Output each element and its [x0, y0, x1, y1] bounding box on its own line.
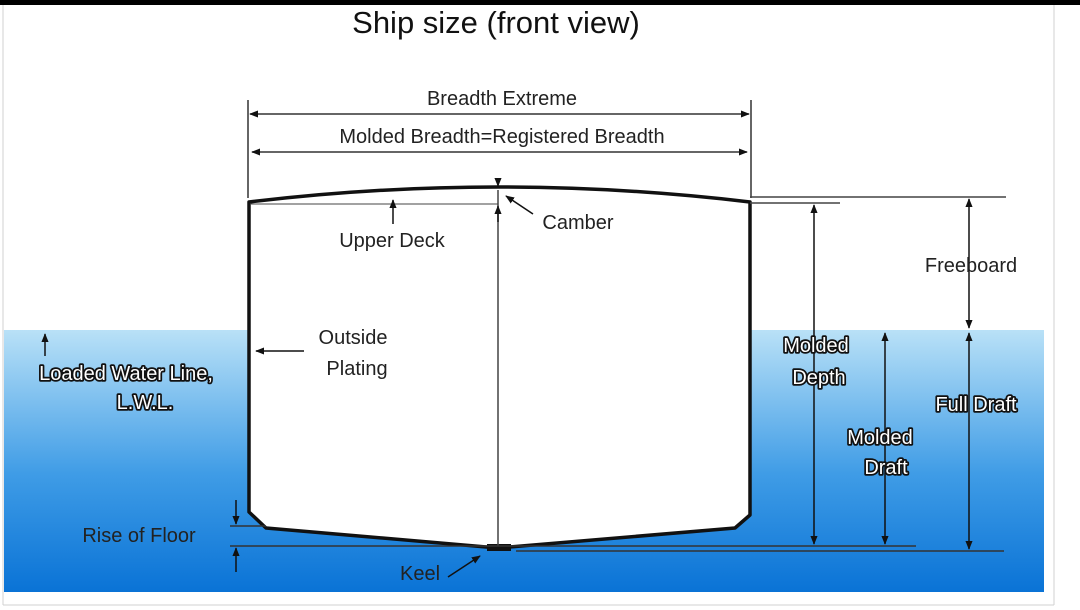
camber-label: Camber	[542, 212, 613, 234]
outside-plating-label-line2: Plating	[326, 358, 387, 380]
lwl-label-line1: Loaded Water Line,	[39, 363, 213, 385]
diagram-title: Ship size (front view)	[352, 5, 640, 40]
molded-depth-label-line2: Depth	[792, 367, 845, 389]
camber-pointer-arrow	[505, 195, 534, 215]
water-bottom-gap	[4, 592, 1044, 604]
keel-label: Keel	[400, 563, 440, 585]
keel-block	[487, 544, 511, 551]
molded-draft-label-line1: Molded	[847, 427, 913, 449]
top-border	[0, 0, 1080, 5]
full-draft-label: Full Draft	[935, 394, 1017, 416]
keel-pointer-arrow	[447, 555, 481, 578]
freeboard-label: Freeboard	[925, 255, 1017, 277]
molded-depth-label-line1: Molded	[783, 335, 849, 357]
outside-plating-label-line1: Outside	[319, 327, 388, 349]
rise-of-floor-label: Rise of Floor	[82, 525, 196, 547]
upper-deck-label: Upper Deck	[339, 230, 446, 252]
lwl-label-line2: L.W.L.	[117, 392, 174, 414]
breadth-extreme-label: Breadth Extreme	[427, 88, 577, 110]
molded-breadth-label: Molded Breadth=Registered Breadth	[339, 126, 664, 148]
ship-hull	[247, 185, 752, 550]
molded-draft-label-line2: Draft	[864, 457, 908, 479]
